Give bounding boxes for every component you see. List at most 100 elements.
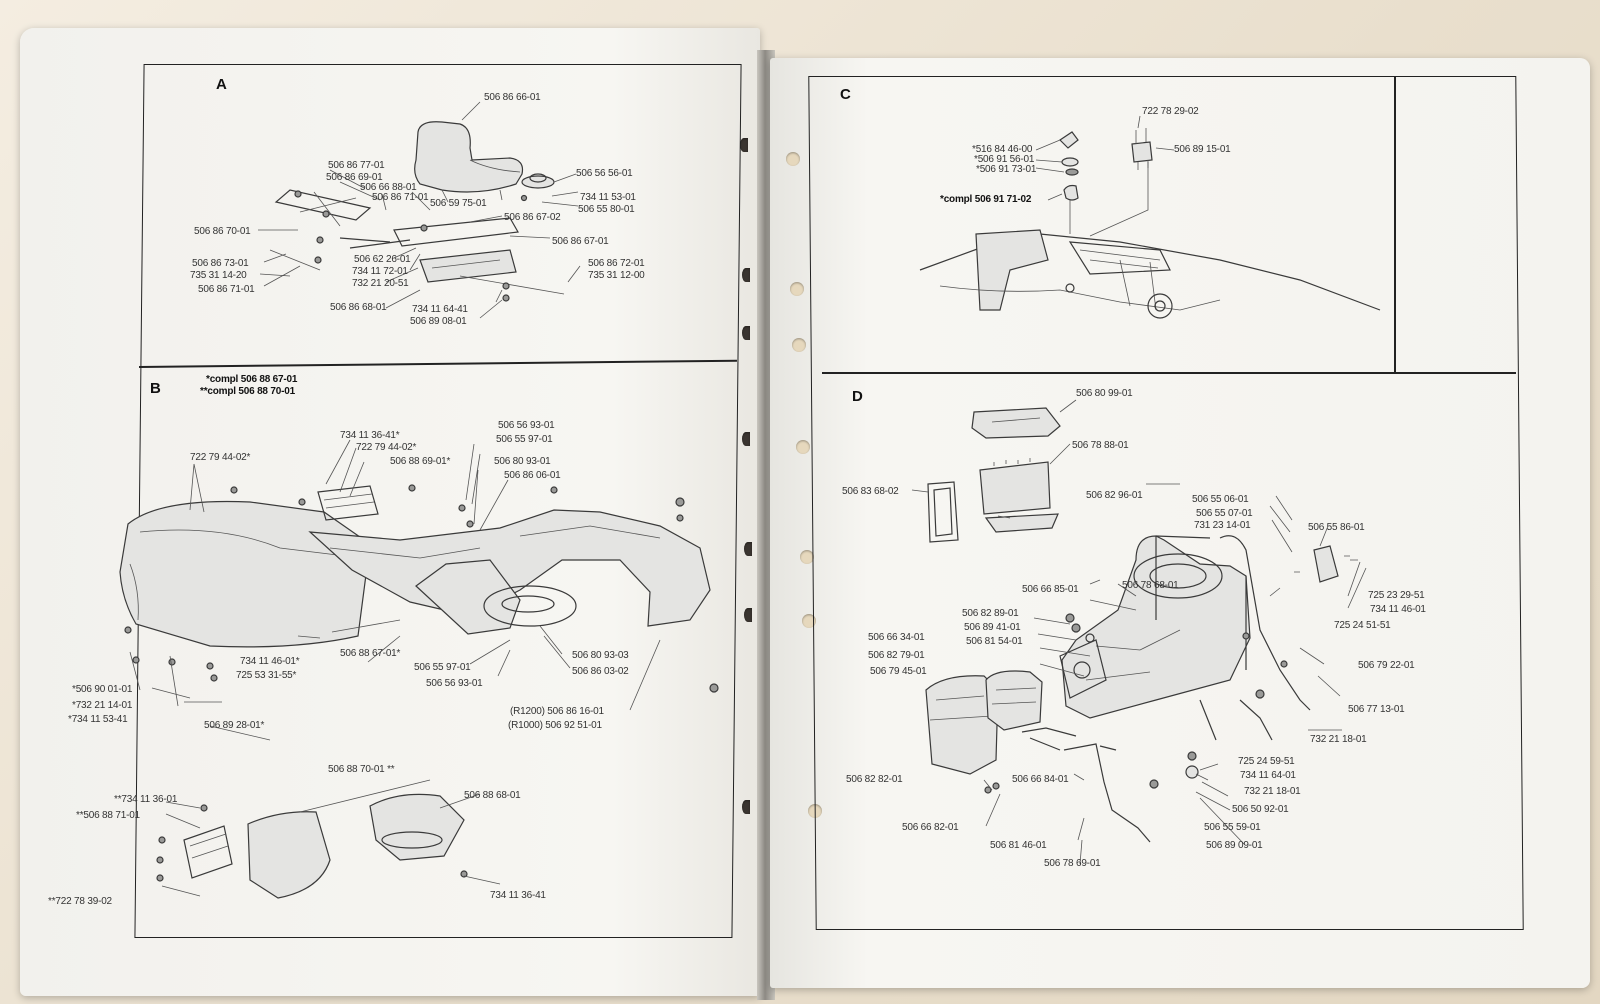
part-label: 506 89 15-01 [1174,144,1231,155]
binder-hole [786,152,800,166]
part-label: 506 56 56-01 [576,168,633,179]
binder-hole [744,542,752,556]
part-label: 725 23 29-51 [1368,590,1425,601]
switch-assembly-drawing [919,115,1381,319]
part-label: 506 88 69-01* [390,456,451,467]
part-label: 506 55 97-01 [496,434,553,445]
section-letter-a: A [216,76,227,93]
part-label: 506 66 88-01 [360,182,417,193]
binder-hole [790,282,804,296]
binder-hole [796,440,810,454]
part-label: 725 24 51-51 [1334,620,1391,631]
part-label: 506 80 99-01 [1076,388,1133,399]
part-label: 506 55 06-01 [1192,494,1249,505]
part-label: 506 66 34-01 [868,632,925,643]
part-label: *506 90 01-01 [72,684,133,695]
part-label: 506 86 72-01 [588,258,645,269]
section-divider [822,372,1516,374]
section-divider [1394,76,1396,372]
binder-hole [740,138,748,152]
part-label: 506 66 84-01 [1012,774,1069,785]
part-label: 506 81 46-01 [990,840,1047,851]
body-fender-drawing [119,439,719,899]
part-label: 506 86 69-01 [326,172,383,183]
part-label: 506 86 71-01 [372,192,429,203]
part-label: 506 88 70-01 ** [328,764,395,775]
binder-hole [742,268,750,282]
part-label: 506 50 92-01 [1232,804,1289,815]
part-label: 506 88 67-01* [340,648,401,659]
part-label: 506 56 93-01 [426,678,483,689]
part-label: 506 89 09-01 [1206,840,1263,851]
engine-frame-drawing [911,399,1367,865]
part-label: 506 55 97-01 [414,662,471,673]
part-label: 506 88 68-01 [464,790,521,801]
binder-hole [808,804,822,818]
part-label: 506 83 68-02 [842,486,899,497]
part-label: 506 82 89-01 [962,608,1019,619]
part-label: 734 11 36-41 [490,890,546,901]
section-letter-b: B [150,380,161,397]
part-label: 506 86 06-01 [504,470,561,481]
binder-hole [742,800,750,814]
seat-assembly-drawing [258,101,581,319]
part-label: 506 80 93-01 [494,456,551,467]
part-label: *506 91 56-01 [974,154,1035,165]
part-label: 506 89 08-01 [410,316,467,327]
part-label: 506 80 93-03 [572,650,629,661]
part-label: (R1200) 506 86 16-01 [510,706,604,717]
part-label: 506 86 03-02 [572,666,629,677]
part-label: 734 11 36-41* [340,430,400,441]
part-label: 506 56 93-01 [498,420,555,431]
binder-hole [744,608,752,622]
part-label: 506 82 96-01 [1086,490,1143,501]
part-label: 506 82 82-01 [846,774,903,785]
part-label: 734 11 72-01 [352,266,408,277]
part-label: 506 86 73-01 [192,258,249,269]
part-label: 734 11 46-01* [240,656,300,667]
assembly-note: **compl 506 88 70-01 [200,386,295,397]
part-label: 506 77 13-01 [1348,704,1405,715]
part-label: 506 82 79-01 [868,650,925,661]
section-letter-d: D [852,388,863,405]
assembly-note: *compl 506 91 71-02 [940,194,1032,205]
part-label: **722 78 39-02 [48,896,112,907]
part-label: 734 11 53-01 [580,192,636,203]
part-label: 735 31 12-00 [588,270,645,281]
part-label: 722 78 29-02 [1142,106,1199,117]
binder-hole [742,326,750,340]
part-label: 722 79 44-02* [356,442,417,453]
part-label: *734 11 53-41 [68,714,128,725]
part-label: 506 55 86-01 [1308,522,1365,533]
part-label: 734 11 64-01 [1240,770,1296,781]
assembly-note: *compl 506 88 67-01 [206,374,298,385]
part-label: 731 23 14-01 [1194,520,1251,531]
part-label: 506 81 54-01 [966,636,1023,647]
part-label: 506 59 75-01 [430,198,487,209]
part-label: **734 11 36-01 [114,794,178,805]
part-label: **506 88 71-01 [76,810,140,821]
part-label: *506 91 73-01 [976,164,1037,175]
part-label: 732 21 20-51 [352,278,409,289]
right-page [770,58,1590,988]
part-label: 506 86 71-01 [198,284,255,295]
part-label: (R1000) 506 92 51-01 [508,720,602,731]
part-label: 722 79 44-02* [190,452,251,463]
part-label: 506 89 28-01* [204,720,265,731]
part-label: 735 31 14-20 [190,270,247,281]
part-label: 506 78 68-01 [1122,580,1179,591]
part-label: *516 84 46-00 [972,144,1033,155]
part-label: 734 11 46-01 [1370,604,1426,615]
part-label: 506 86 66-01 [484,92,541,103]
part-label: 506 78 69-01 [1044,858,1101,869]
part-label: 506 66 85-01 [1022,584,1079,595]
part-label: 732 21 18-01 [1244,786,1301,797]
part-label: 506 66 82-01 [902,822,959,833]
part-label: 506 62 26-01 [354,254,411,265]
section-letter-c: C [840,86,851,103]
binder-hole [800,550,814,564]
binder-hole [742,432,750,446]
part-label: 506 86 77-01 [328,160,385,171]
part-label: 506 55 07-01 [1196,508,1253,519]
binder-hole [792,338,806,352]
